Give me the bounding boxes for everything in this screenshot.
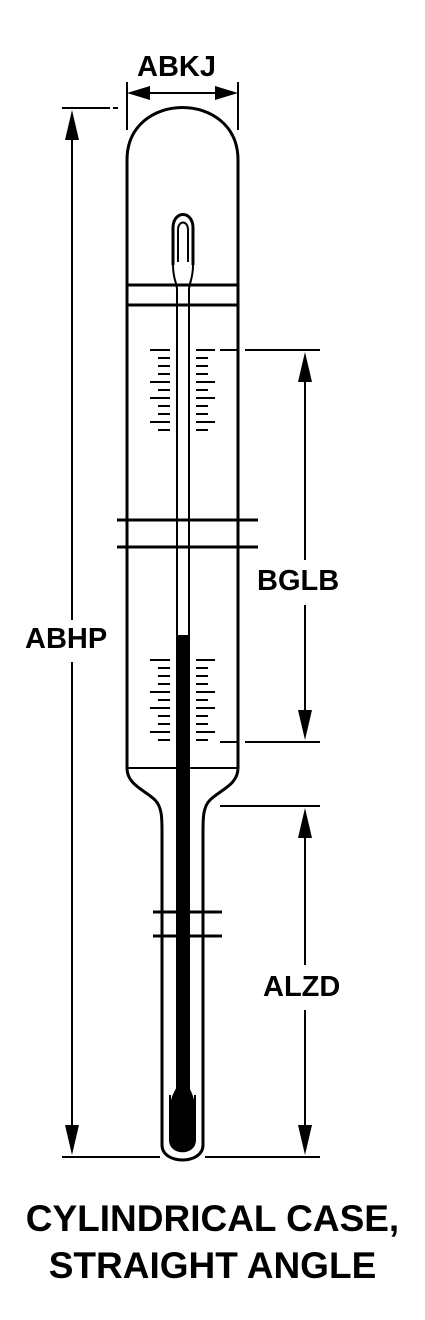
lower-scale — [150, 659, 215, 741]
label-scale-range: BGLB — [257, 565, 340, 597]
caption-line-2: STRAIGHT ANGLE — [48, 1245, 377, 1286]
dimension-alzd — [205, 805, 320, 1158]
label-overall-length: ABHP — [25, 623, 108, 655]
dimension-abhp — [62, 107, 160, 1158]
label-case-diameter: ABKJ — [137, 51, 216, 83]
liquid-column — [170, 635, 195, 1151]
dimension-bglb — [220, 349, 320, 743]
capillary-tube — [169, 213, 196, 1153]
label-stem-length: ALZD — [263, 971, 341, 1003]
dimension-abkj — [126, 82, 239, 130]
upper-scale — [150, 349, 215, 431]
case-bands — [117, 283, 258, 938]
caption-line-1: CYLINDRICAL CASE, — [25, 1198, 400, 1239]
